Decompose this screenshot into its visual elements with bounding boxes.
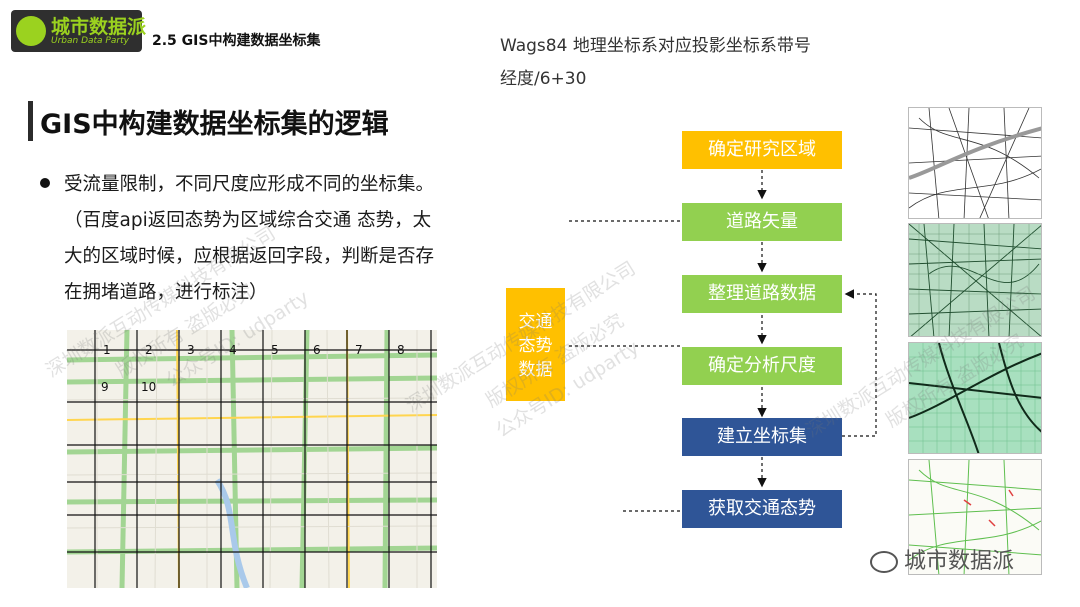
road-network-thumbnail: [908, 107, 1042, 219]
traffic-grid-map: 1 2 3 4 5 6 7 8 9 10: [67, 330, 437, 588]
flow-step-clean-road-data: 整理道路数据: [682, 275, 842, 313]
traffic-data-box: 交通态势数据: [506, 288, 565, 401]
grid-cell-label: 2: [145, 343, 153, 357]
bullet-line: 受流量限制，不同尺度应形成不同的坐标集。: [64, 174, 435, 195]
flow-connectors: [568, 170, 877, 512]
page-heading: GIS中构建数据坐标集的逻辑: [40, 109, 389, 140]
flow-step-get-traffic: 获取交通态势: [682, 490, 842, 528]
wechat-icon: [870, 551, 898, 573]
section-title: 2.5 GIS中构建数据坐标集: [152, 33, 321, 49]
bullet-line: 大的区域时候，应根据返回字段，判断是否存: [64, 246, 435, 267]
grid-cell-label: 9: [101, 380, 109, 394]
traffic-data-box-line: 态势: [518, 336, 553, 356]
heading-accent-bar: [28, 101, 33, 141]
footer-brand: 城市数据派: [870, 543, 1014, 575]
bullet-icon: [40, 178, 50, 188]
logo-subtitle: Urban Data Party: [51, 36, 129, 46]
grid-cell-label: 6: [313, 343, 321, 357]
bullet-line: （百度api返回态势为区域综合交通 态势，太: [64, 210, 432, 231]
grid-cell-label: 3: [187, 343, 195, 357]
projection-formula: 经度/6+30: [500, 69, 587, 89]
logo-icon: [16, 16, 46, 46]
grid-cell-label: 1: [103, 343, 111, 357]
traffic-status-thumbnail: [908, 459, 1042, 575]
grid-cell-label: 10: [141, 380, 157, 394]
traffic-data-box-line: 数据: [518, 360, 553, 380]
road-grid-dense-thumbnail: [908, 223, 1042, 337]
brand-logo: 城市数据派 Urban Data Party: [11, 10, 146, 52]
grid-cell-label: 7: [355, 343, 363, 357]
grid-cell-label: 4: [229, 343, 237, 357]
logo-title: 城市数据派: [51, 16, 147, 38]
grid-cell-label: 8: [397, 343, 405, 357]
bullet-line: 在拥堵道路，进行标注）: [64, 282, 268, 303]
projection-note: Wags84 地理坐标系对应投影坐标系带号: [500, 36, 811, 56]
flow-step-build-coordinates: 建立坐标集: [682, 418, 842, 456]
footer-brand-text: 城市数据派: [904, 549, 1015, 574]
grid-cell-label: 5: [271, 343, 279, 357]
road-grid-zoom-thumbnail: [908, 342, 1042, 454]
traffic-data-box-line: 交通: [518, 312, 553, 332]
flow-step-road-vector: 道路矢量: [682, 203, 842, 241]
map-graphic: [67, 330, 437, 588]
flow-step-study-area: 确定研究区域: [682, 131, 842, 169]
flow-step-analysis-scale: 确定分析尺度: [682, 347, 842, 385]
